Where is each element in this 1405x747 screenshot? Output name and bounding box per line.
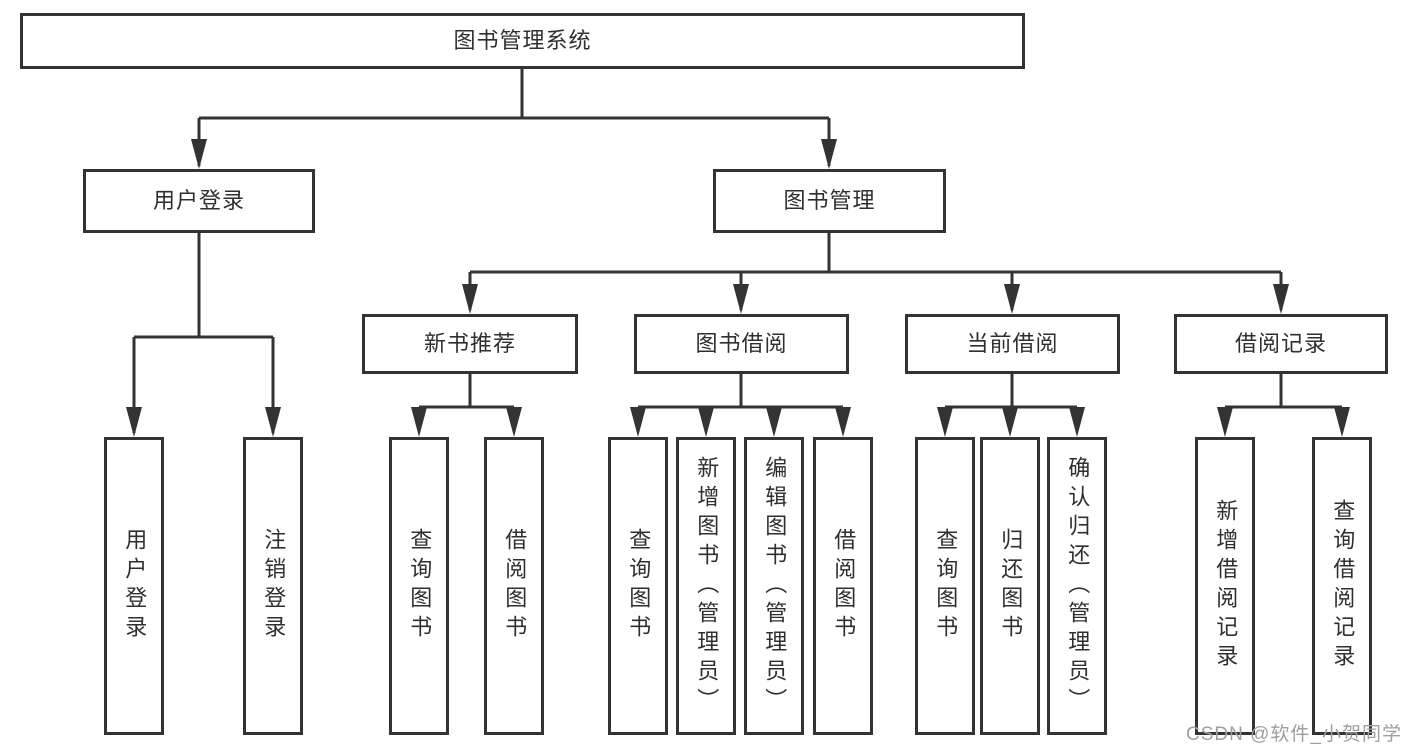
node-current-borrowing-label: 当前借阅 xyxy=(966,330,1059,356)
leaf-logout-label: 注销登录 xyxy=(261,528,287,644)
leaf-edit-books-admin: 编辑图书（管理员） xyxy=(744,437,804,735)
leaf-confirm-return-admin: 确认归还（管理员） xyxy=(1047,437,1107,735)
leaf-borrow-books-recommend-label: 借阅图书 xyxy=(502,528,528,644)
leaf-query-books-borrowing-label: 查询图书 xyxy=(626,528,652,644)
node-book-management-label: 图书管理 xyxy=(783,187,876,213)
leaf-borrow-books: 借阅图书 xyxy=(813,437,873,735)
leaf-add-books-admin: 新增图书（管理员） xyxy=(676,437,736,735)
leaf-borrow-books-recommend: 借阅图书 xyxy=(484,437,544,735)
leaf-return-books-label: 归还图书 xyxy=(998,528,1024,644)
leaf-query-books-recommend-label: 查询图书 xyxy=(407,528,433,644)
node-current-borrowing: 当前借阅 xyxy=(905,314,1120,374)
leaf-query-books-recommend: 查询图书 xyxy=(389,437,449,735)
leaf-query-borrow-record-label: 查询借阅记录 xyxy=(1330,499,1356,673)
leaf-add-books-admin-label: 新增图书（管理员） xyxy=(694,455,720,717)
leaf-query-books-current: 查询图书 xyxy=(915,437,975,735)
node-book-management: 图书管理 xyxy=(713,169,946,233)
leaf-borrow-books-label: 借阅图书 xyxy=(831,528,857,644)
leaf-query-books-borrowing: 查询图书 xyxy=(608,437,668,735)
node-borrowing-records: 借阅记录 xyxy=(1174,314,1388,374)
node-new-book-recommendation-label: 新书推荐 xyxy=(423,330,516,356)
arrowheads xyxy=(126,139,1350,437)
csdn-watermark: CSDN @软件_小贺同学 xyxy=(1186,724,1402,745)
node-book-borrowing: 图书借阅 xyxy=(634,314,849,374)
leaf-query-books-current-label: 查询图书 xyxy=(933,528,959,644)
node-book-borrowing-label: 图书借阅 xyxy=(695,330,788,356)
leaf-confirm-return-admin-label: 确认归还（管理员） xyxy=(1065,455,1091,717)
leaf-user-login: 用户登录 xyxy=(104,437,164,735)
leaf-query-borrow-record: 查询借阅记录 xyxy=(1312,437,1372,735)
connector-strokes xyxy=(132,69,1342,433)
node-library-system: 图书管理系统 xyxy=(20,13,1025,69)
node-user-login: 用户登录 xyxy=(83,169,315,233)
node-new-book-recommendation: 新书推荐 xyxy=(362,314,578,374)
leaf-user-login-label: 用户登录 xyxy=(122,528,148,644)
leaf-logout: 注销登录 xyxy=(243,437,303,735)
node-library-system-label: 图书管理系统 xyxy=(453,27,592,53)
node-user-login-label: 用户登录 xyxy=(152,187,245,213)
node-borrowing-records-label: 借阅记录 xyxy=(1234,330,1327,356)
leaf-return-books: 归还图书 xyxy=(980,437,1040,735)
leaf-add-borrow-record-label: 新增借阅记录 xyxy=(1213,499,1239,673)
leaf-add-borrow-record: 新增借阅记录 xyxy=(1195,437,1255,735)
leaf-edit-books-admin-label: 编辑图书（管理员） xyxy=(762,455,788,717)
